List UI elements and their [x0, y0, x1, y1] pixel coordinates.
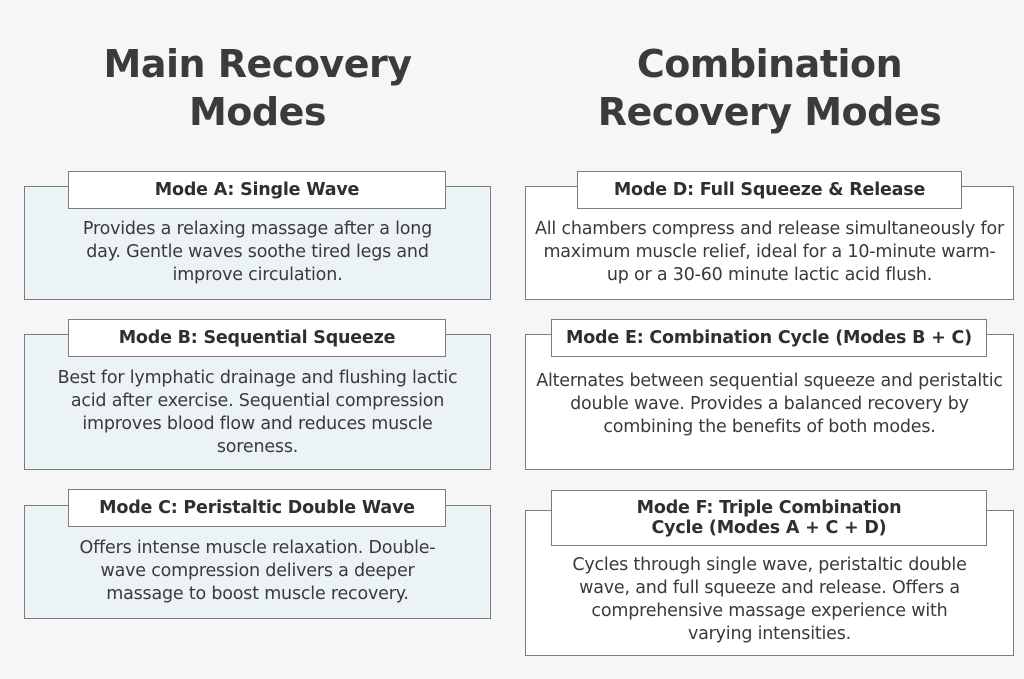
mode-d-description: All chambers compress and release simult…	[535, 219, 1004, 285]
mode-b-title: Mode B: Sequential Squeeze	[68, 319, 446, 357]
mode-a-title: Mode A: Single Wave	[68, 171, 446, 209]
mode-f-description: Cycles through single wave, peristaltic …	[572, 555, 967, 644]
main-recovery-modes-heading: Main Recovery Modes	[103, 42, 412, 134]
mode-e-title: Mode E: Combination Cycle (Modes B + C)	[551, 319, 987, 357]
combination-recovery-modes-heading: Combination Recovery Modes	[597, 42, 942, 134]
mode-b-description: Best for lymphatic drainage and flushing…	[57, 368, 458, 457]
mode-a-description: Provides a relaxing massage after a long…	[82, 219, 433, 285]
mode-c-title: Mode C: Peristaltic Double Wave	[68, 489, 446, 527]
mode-f-title: Mode F: Triple Combination Cycle (Modes …	[551, 490, 987, 546]
mode-c-description: Offers intense muscle relaxation. Double…	[79, 538, 436, 604]
mode-d-title: Mode D: Full Squeeze & Release	[577, 171, 962, 209]
mode-e-description: Alternates between sequential squeeze an…	[536, 371, 1003, 437]
